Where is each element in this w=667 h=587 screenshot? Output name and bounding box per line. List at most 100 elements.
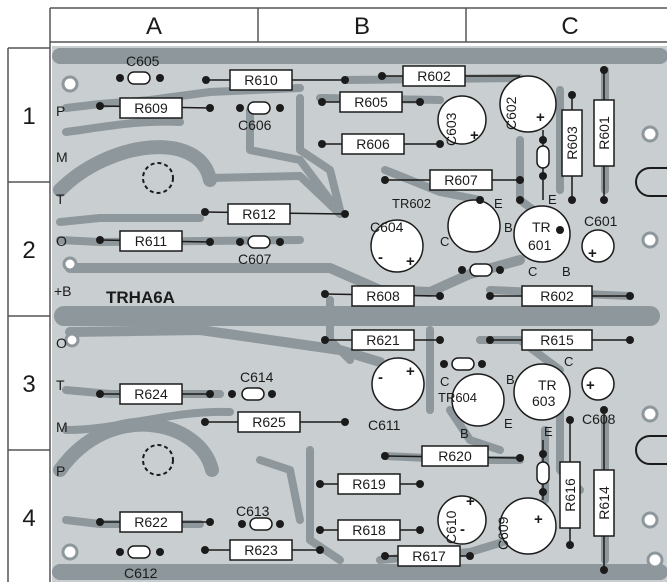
resistor-r621: R621: [351, 329, 415, 351]
transistor-tr602: [447, 199, 501, 253]
solder-pad: [276, 520, 284, 528]
solder-pad: [568, 91, 576, 99]
pin-e: E: [504, 416, 513, 431]
svg-text:R618: R618: [352, 522, 386, 538]
pin-c: C: [528, 264, 537, 279]
solder-pad: [341, 210, 349, 218]
capacitor-labels: C605 C606 C603 C602 C604 C607 C601 C611 …: [124, 53, 618, 581]
svg-text:R608: R608: [366, 288, 400, 304]
pin-c: C: [440, 234, 449, 249]
solder-pad: [318, 140, 326, 148]
label-tr601-a: TR: [532, 219, 551, 235]
label-tr601-b: 601: [528, 237, 552, 253]
solder-pad: [96, 390, 104, 398]
svg-text:R609: R609: [134, 100, 168, 116]
transistor-labels: TR602 E B C TR 601 E B C TR604 C B E TR …: [392, 192, 573, 441]
resistors: R610 R609 R602 R605 R606 R607 R603 R601 …: [119, 65, 615, 567]
label-c607: C607: [238, 251, 272, 267]
resistor-r609: R609: [119, 97, 183, 119]
solder-pad: [566, 416, 574, 424]
terminal-label: +B: [54, 283, 72, 299]
resistor-r601: R601: [593, 99, 615, 167]
resistor-r617: R617: [397, 545, 461, 567]
mounting-holes: [61, 75, 664, 569]
solder-pad: [201, 418, 209, 426]
svg-text:R605: R605: [354, 94, 388, 110]
solder-pad: [478, 360, 486, 368]
svg-text:R606: R606: [356, 136, 390, 152]
terminal-label: T: [56, 377, 65, 393]
solder-pad: [238, 520, 246, 528]
resistor-r611: R611: [119, 230, 183, 252]
round-components: [370, 75, 615, 555]
solder-pad: [416, 480, 424, 488]
resistor-r606: R606: [341, 133, 405, 155]
resistor-r622: R622: [119, 511, 183, 533]
solder-pad: [600, 196, 608, 204]
solder-pad: [341, 418, 349, 426]
svg-text:R610: R610: [244, 72, 278, 88]
svg-text:R617: R617: [412, 548, 446, 564]
solder-pad: [458, 266, 466, 274]
label-tr603-b: 603: [532, 393, 556, 409]
solder-pad: [341, 76, 349, 84]
capacitor-c611: [371, 357, 425, 411]
solder-pad: [486, 336, 494, 344]
resistor-r605: R605: [339, 91, 403, 113]
solder-pad: [206, 238, 214, 246]
resistor-r614: R614: [593, 469, 615, 537]
transistor-tr601: [513, 205, 571, 263]
capacitor-c604: [370, 219, 424, 273]
terminal-label: P: [56, 463, 65, 479]
svg-text:R614: R614: [596, 486, 612, 520]
board-slots: [142, 162, 667, 476]
resistor-r608: R608: [351, 285, 415, 307]
transistor-tr604: [451, 373, 505, 427]
svg-text:R624: R624: [134, 386, 168, 402]
terminal-label: O: [56, 233, 67, 249]
label-c612: C612: [124, 565, 158, 581]
solder-pad: [381, 552, 389, 560]
solder-pad: [516, 176, 524, 184]
solder-pad: [516, 196, 524, 204]
pin-b: B: [506, 372, 515, 387]
solder-pad: [202, 76, 210, 84]
resistor-r603: R603: [561, 109, 583, 177]
resistor-r620: R620: [421, 445, 489, 467]
label-c605: C605: [126, 53, 160, 69]
svg-text:R615: R615: [540, 332, 574, 348]
label-tr604: TR604: [438, 390, 477, 405]
column-label-c: C: [561, 13, 578, 40]
pin-c: C: [564, 354, 573, 369]
transistor-tr603: [513, 363, 571, 421]
pin-e: E: [544, 424, 553, 439]
svg-text:-: -: [378, 369, 383, 386]
solder-pad: [381, 176, 389, 184]
solder-pad: [626, 292, 634, 300]
resistor-r615: R615: [521, 329, 593, 351]
label-tr602: TR602: [392, 196, 431, 211]
solder-pad: [539, 450, 547, 458]
resistor-r623: R623: [229, 539, 293, 561]
svg-text:R616: R616: [562, 478, 578, 512]
resistor-r624: R624: [119, 383, 183, 405]
solder-pad: [116, 548, 124, 556]
solder-pad: [156, 74, 164, 82]
resistor-r625: R625: [237, 411, 301, 433]
label-c613: C613: [236, 503, 270, 519]
solder-pad: [268, 390, 276, 398]
svg-text:R607: R607: [444, 172, 478, 188]
solder-pad: [626, 336, 634, 344]
solder-pad: [381, 452, 389, 460]
solder-pad: [96, 518, 104, 526]
terminal-label: M: [56, 419, 68, 435]
solder-pad: [206, 390, 214, 398]
solder-pad: [316, 526, 324, 534]
svg-text:R620: R620: [438, 448, 472, 464]
solder-pad: [276, 104, 284, 112]
column-label-b: B: [354, 13, 370, 40]
label-c604: C604: [370, 219, 404, 235]
solder-pad: [568, 196, 576, 204]
capacitor-c603: [437, 95, 487, 145]
solder-pad: [556, 226, 564, 234]
